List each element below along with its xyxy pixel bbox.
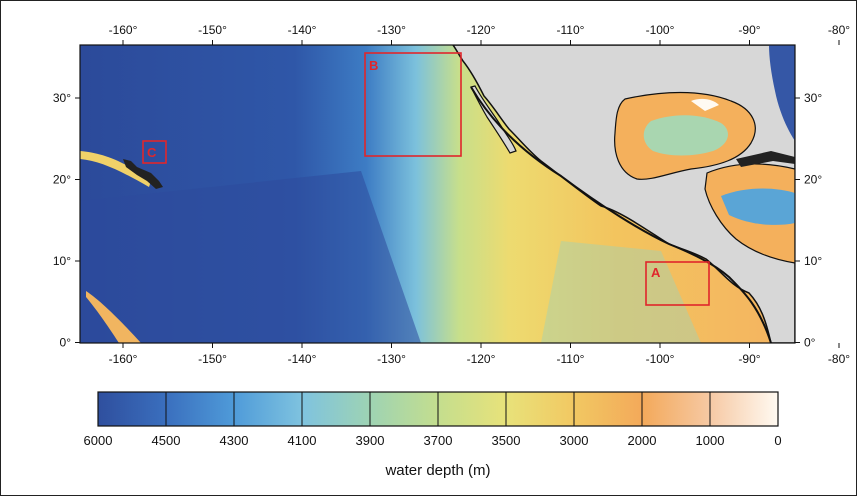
region-b-label: B — [369, 58, 378, 73]
hawaiian-islands — [123, 159, 163, 189]
map-border — [79, 44, 796, 344]
lat-label-left: 20° — [53, 173, 71, 187]
lon-label-top: -140° — [288, 23, 317, 37]
line-islands-shallows — [86, 291, 141, 343]
lat-label-left: 30° — [53, 91, 71, 105]
colorbar-segments — [98, 392, 779, 426]
lon-label-top: -90° — [738, 23, 760, 37]
colorbar-segment — [642, 392, 711, 426]
deep-basin-shading — [80, 171, 421, 343]
colorbar: 6000 4500 4300 4100 3900 3700 3500 3000 2000 1000… — [84, 391, 782, 479]
lat-label-right: 0° — [804, 336, 816, 350]
lon-label-top: -160° — [109, 23, 138, 37]
lat-label-right: 30° — [804, 91, 822, 105]
lon-label-top: -150° — [198, 23, 227, 37]
colorbar-tick-label: 4300 — [220, 433, 249, 448]
colorbar-segment — [98, 392, 167, 426]
colorbar-ticks: 6000 4500 4300 4100 3900 3700 3500 3000 2000 1000… — [84, 392, 782, 448]
lon-label-bottom: -160° — [109, 352, 138, 366]
lon-label-top: -110° — [557, 23, 585, 37]
colorbar-segment — [574, 392, 643, 426]
lon-label-top: -120° — [467, 23, 496, 37]
region-a-box — [645, 261, 710, 306]
gulf-shelf — [691, 98, 719, 111]
lat-label-right: 10° — [804, 254, 822, 268]
gulf-deep-basin — [643, 115, 728, 156]
colorbar-axis-label: water depth (m) — [384, 462, 490, 479]
latitude-axis: 30° 30° 20° 20° 10° 10° 0° 0° — [53, 91, 823, 350]
colorbar-tick-label: 4100 — [288, 433, 317, 448]
hawaiian-ridge-shallows — [80, 151, 151, 187]
colorbar-tick-label: 3900 — [356, 433, 385, 448]
longitude-axis: -160° -160° -150° -150° -140° -140° -130° -130°… — [109, 23, 851, 366]
region-a-label: A — [651, 265, 661, 280]
colorbar-segment — [710, 392, 779, 426]
lon-label-top: -100° — [646, 23, 675, 37]
colorbar-segment — [302, 392, 371, 426]
lon-label-bottom: -80° — [828, 352, 850, 366]
colorbar-segment — [166, 392, 235, 426]
lon-label-bottom: -110° — [557, 352, 585, 366]
colorbar-tick-label: 3000 — [560, 433, 589, 448]
lon-label-bottom: -120° — [467, 352, 496, 366]
colorbar-segment — [506, 392, 575, 426]
region-b-box — [364, 52, 462, 157]
colorbar-tick-label: 4500 — [152, 433, 181, 448]
colorbar-segment — [234, 392, 303, 426]
lon-label-bottom: -140° — [288, 352, 317, 366]
colorbar-tick-label: 3500 — [492, 433, 521, 448]
colorbar-segment — [438, 392, 507, 426]
lat-label-left: 0° — [60, 336, 72, 350]
map-panel: A B C -160° -160° -150° -150° -140° -140° -130… — [53, 23, 850, 366]
lon-label-bottom: -150° — [198, 352, 227, 366]
greater-antilles — [736, 151, 795, 167]
colorbar-segment — [370, 392, 439, 426]
pacific-coastline — [470, 86, 772, 343]
region-boxes: A B C — [142, 52, 710, 306]
region-c-box — [142, 140, 167, 164]
colorbar-tick-label: 1000 — [696, 433, 725, 448]
lon-label-bottom: -90° — [738, 352, 760, 366]
colorbar-tick-label: 3700 — [424, 433, 453, 448]
colorbar-tick-label: 6000 — [84, 433, 113, 448]
caribbean-deep — [721, 188, 795, 225]
colorbar-tick-label: 2000 — [628, 433, 657, 448]
lat-label-right: 20° — [804, 173, 822, 187]
atlantic-corner — [769, 45, 795, 141]
region-c-label: C — [147, 145, 157, 160]
lon-label-bottom: -130° — [377, 352, 406, 366]
lon-label-top: -130° — [377, 23, 406, 37]
lon-label-bottom: -100° — [646, 352, 675, 366]
lat-label-left: 10° — [53, 254, 71, 268]
colorbar-tick-label: 0 — [774, 433, 781, 448]
basin-shading-east — [541, 241, 701, 343]
lon-label-top: -80° — [828, 23, 850, 37]
